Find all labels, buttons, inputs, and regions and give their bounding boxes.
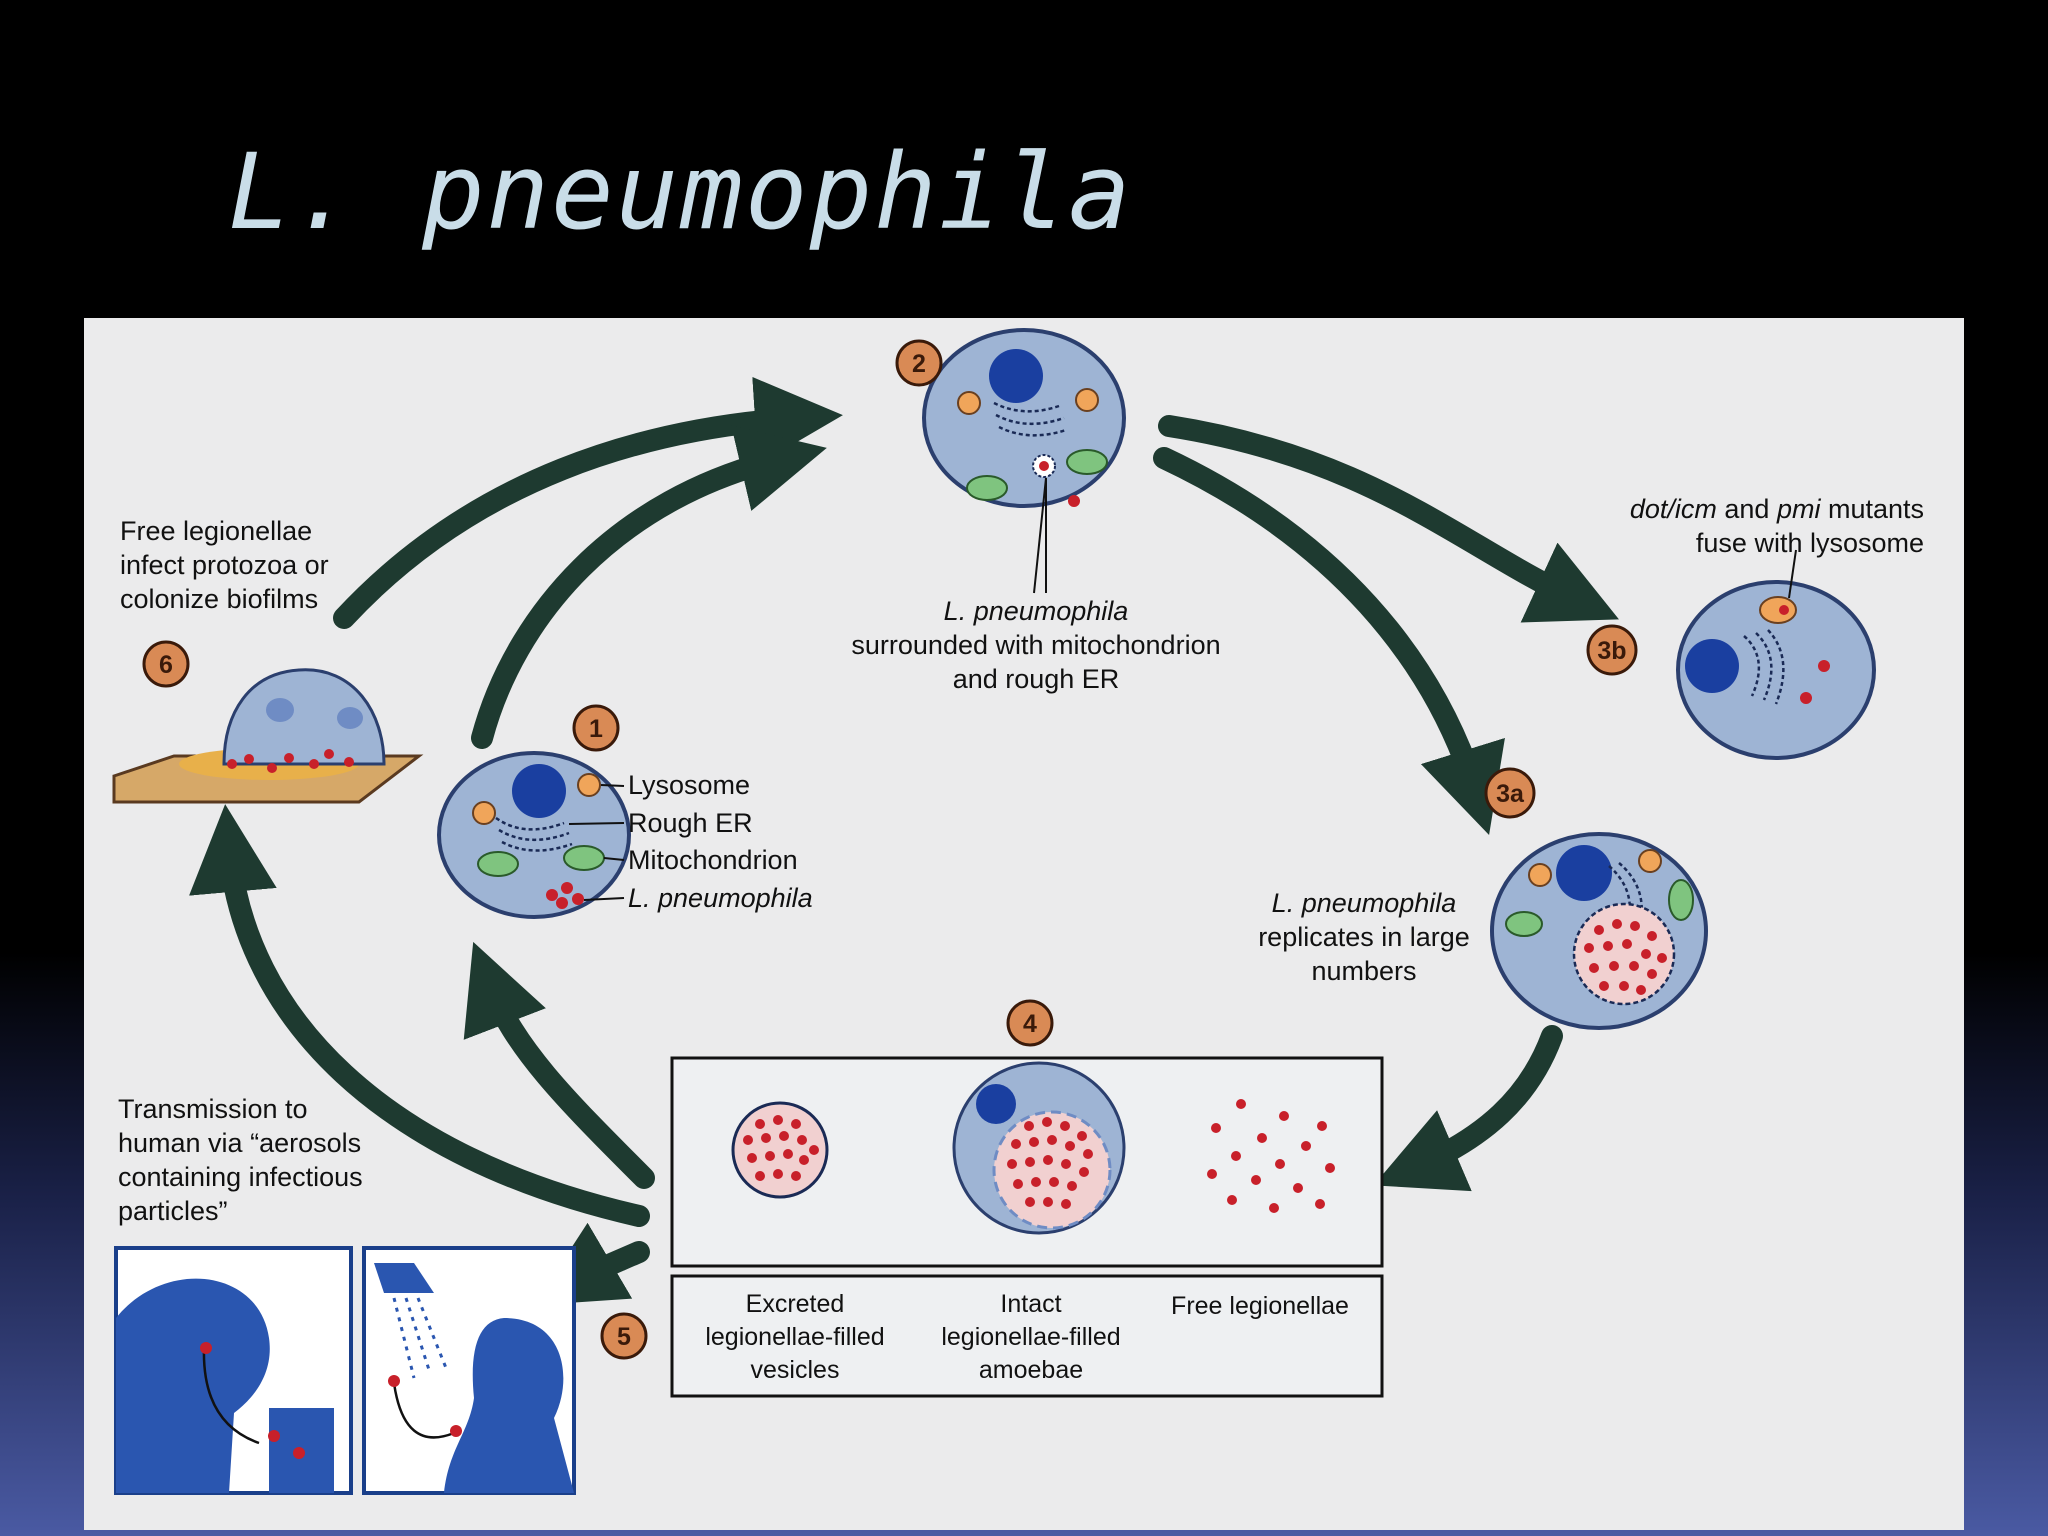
cycle-arrows: [189, 376, 1619, 1306]
arrow-4-to-1: [463, 941, 655, 1189]
svg-text:1: 1: [589, 715, 603, 743]
nucleus: [1556, 845, 1612, 901]
excreted-label-line1: Excreted: [746, 1290, 845, 1318]
svg-text:2: 2: [912, 350, 926, 378]
free-legionellae-label: Free legionellae: [1171, 1292, 1349, 1320]
step5-caption-line4: particles”: [118, 1196, 228, 1226]
bacterium: [572, 893, 584, 905]
bacterium: [1068, 495, 1080, 507]
svg-text:6: 6: [159, 651, 173, 679]
svg-text:3b: 3b: [1597, 637, 1626, 665]
step3b-caption-line1: dot/icm and pmi mutants: [1630, 494, 1924, 524]
shower-spray: [392, 1297, 448, 1379]
arrow-1-to-2: [471, 425, 827, 749]
step6-biofilm-amoeba: [112, 668, 424, 804]
step3a-caption-line1: L. pneumophila: [1272, 888, 1457, 918]
lysosome: [1528, 863, 1552, 887]
intact-label-line2: legionellae-filled: [941, 1323, 1120, 1351]
step1-legend-leaders: [568, 784, 625, 901]
step2-caption-line2: surrounded with mitochondrion: [851, 630, 1220, 660]
arrow-2-to-3b: [1158, 415, 1619, 623]
bacterium: [1800, 692, 1812, 704]
mitochondrion: [477, 851, 519, 877]
step3a-caption-line2: replicates in large: [1258, 922, 1470, 952]
step4-panel: [670, 1056, 1384, 1398]
human-silhouette-sink: [116, 1278, 270, 1493]
rough-er: [495, 816, 573, 852]
legend-mitochondrion: Mitochondrion: [628, 845, 798, 875]
lysosome: [577, 773, 601, 797]
step3b-caption-line2: fuse with lysosome: [1696, 528, 1924, 558]
step2-host-cell: [922, 328, 1126, 594]
lysosome-with-bacterium: [1759, 596, 1797, 624]
badge-step-5: 5: [600, 1312, 648, 1360]
nucleus: [989, 349, 1043, 403]
bacterium: [1039, 461, 1049, 471]
step3a-caption-line3: numbers: [1311, 956, 1416, 986]
step2-caption-line3: and rough ER: [953, 664, 1120, 694]
step3b-host-cell: [1676, 549, 1876, 760]
lysosome: [957, 391, 981, 415]
step3a-host-cell: [1490, 832, 1708, 1030]
lysosome: [472, 801, 496, 825]
amoeba-bacteria: [1007, 1117, 1093, 1209]
nucleus: [1685, 639, 1739, 693]
human-transmission-panels: [114, 1246, 576, 1495]
intact-label-line3: amoebae: [979, 1356, 1083, 1384]
badge-step-3a: 3a: [1484, 767, 1536, 819]
step5-caption-line2: human via “aerosols: [118, 1128, 361, 1158]
bacterium: [546, 889, 558, 901]
bacterium: [561, 882, 573, 894]
arrow-6-to-2: [333, 376, 843, 629]
nucleus: [512, 764, 566, 818]
arrow-4-to-5: [534, 1222, 650, 1306]
badge-step-1: 1: [572, 704, 620, 752]
shower-head: [374, 1263, 434, 1293]
excreted-label-line3: vesicles: [751, 1356, 840, 1384]
svg-text:4: 4: [1023, 1010, 1037, 1038]
free-legionellae-dots: [1207, 1099, 1335, 1213]
replicating-bacteria: [1584, 919, 1667, 995]
bacterium: [1779, 605, 1789, 615]
life-cycle-diagram: Lysosome Rough ER Mitochondrion L. pneum…: [112, 328, 1924, 1495]
legend-lysosome: Lysosome: [628, 770, 750, 800]
step6-caption-line1: Free legionellae: [120, 516, 312, 546]
lysosome: [1638, 849, 1662, 873]
step2-caption-line1: L. pneumophila: [944, 596, 1129, 626]
badge-step-6: 6: [142, 640, 190, 688]
badge-step-4: 4: [1006, 999, 1054, 1047]
step5-caption-line1: Transmission to: [118, 1094, 308, 1124]
legend-rough-er: Rough ER: [628, 808, 753, 838]
arrow-2-to-3a: [1153, 447, 1505, 836]
step6-caption-line2: infect protozoa or: [120, 550, 329, 580]
badge-step-2: 2: [895, 339, 943, 387]
step-badges: 1 2 3b 3a 4 5 6: [142, 339, 1638, 1360]
intact-label-line1: Intact: [1000, 1290, 1061, 1318]
nucleus: [976, 1084, 1016, 1124]
amoeba: [222, 668, 386, 766]
vesicle-bacteria: [743, 1115, 819, 1181]
step1-host-cell: [437, 751, 631, 919]
mitochondrion: [1668, 879, 1694, 921]
arrow-4-to-6: [189, 804, 650, 1227]
step6-caption-line3: colonize biofilms: [120, 584, 318, 614]
svg-text:3a: 3a: [1496, 780, 1525, 808]
step5-caption-line3: containing infectious: [118, 1162, 363, 1192]
bacterium: [1818, 660, 1830, 672]
bacterium: [556, 897, 568, 909]
legionella-life-cycle-figure: Lysosome Rough ER Mitochondrion L. pneum…: [84, 318, 1964, 1530]
lysosome: [1075, 388, 1099, 412]
slide-title: L. pneumophila: [228, 131, 1133, 253]
rough-er: [1743, 629, 1785, 705]
mitochondrion: [1066, 449, 1108, 475]
svg-text:5: 5: [617, 1323, 631, 1351]
mitochondrion: [563, 845, 605, 871]
excreted-label-line2: legionellae-filled: [705, 1323, 884, 1351]
badge-step-3b: 3b: [1586, 624, 1638, 676]
human-silhouette-shower: [444, 1318, 574, 1493]
mitochondrion: [1505, 911, 1543, 937]
legend-l-pneumophila: L. pneumophila: [628, 883, 813, 913]
arrow-3a-to-4: [1373, 1025, 1563, 1192]
mitochondrion: [966, 475, 1008, 501]
